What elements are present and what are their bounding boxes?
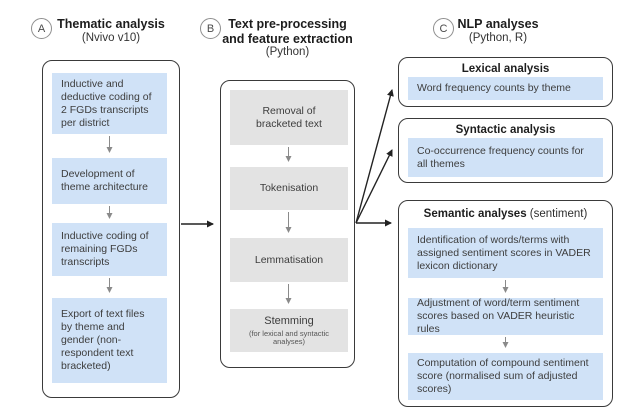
stage-b-title-block: Text pre-processing and feature extracti… [219, 17, 356, 60]
lexical-analysis-title: Lexical analysis [461, 63, 550, 75]
stage-c-title: NLP analyses [457, 17, 539, 31]
step-removal-bracketed-text: Removal of bracketed text [230, 90, 348, 145]
step-word-frequency: Word frequency counts by theme [408, 77, 603, 100]
stage-a-title-block: Thematic analysis (Nvivo v10) [51, 17, 171, 45]
semantic-analyses-title-main: Semantic analyses [423, 208, 527, 220]
step-vader-adjustment: Adjustment of word/term sentiment scores… [408, 297, 603, 335]
step-export-text-files: Export of text files by theme and gender… [52, 298, 167, 383]
semantic-analyses-title: Semantic analyses (sentiment) [399, 208, 612, 220]
step-stemming: Stemming (for lexical and syntactic anal… [230, 309, 348, 352]
step-inductive-coding-remaining: Inductive coding of remaining FGDs trans… [52, 223, 167, 276]
stage-c-badge-letter: C [439, 22, 448, 35]
stage-b-title: Text pre-processing and feature extracti… [222, 17, 353, 46]
step-inductive-deductive-coding: Inductive and deductive coding of 2 FGDs… [52, 73, 167, 134]
step-stemming-label: Stemming [264, 314, 314, 327]
stage-c-badge: C [433, 18, 454, 39]
stage-b-subtitle: (Python) [265, 46, 310, 58]
step-tokenisation: Tokenisation [230, 167, 348, 210]
stage-c-title-block: NLP analyses (Python, R) [448, 17, 548, 45]
step-theme-architecture: Development of theme architecture [52, 158, 167, 204]
stage-a-badge: A [31, 18, 52, 39]
stage-a-badge-letter: A [37, 22, 46, 35]
stage-b-badge: B [200, 18, 221, 39]
step-stemming-note: (for lexical and syntactic analyses) [248, 328, 330, 346]
step-vader-identification: Identification of words/terms with assig… [408, 228, 603, 278]
stage-b-badge-letter: B [206, 22, 215, 35]
step-compound-score: Computation of compound sentiment score … [408, 353, 603, 400]
stage-c-subtitle: (Python, R) [468, 31, 528, 44]
arrow-b-to-syntactic [355, 149, 393, 224]
arrow-b-to-lexical [355, 89, 394, 224]
step-lemmatisation: Lemmatisation [230, 238, 348, 282]
syntactic-analysis-title: Syntactic analysis [455, 124, 556, 136]
step-cooccurrence-counts: Co-occurrence frequency counts for all t… [408, 138, 603, 177]
stage-a-subtitle: (Nvivo v10) [81, 31, 141, 44]
stage-a-title: Thematic analysis [57, 17, 165, 31]
semantic-analyses-title-suffix: (sentiment) [529, 208, 588, 220]
